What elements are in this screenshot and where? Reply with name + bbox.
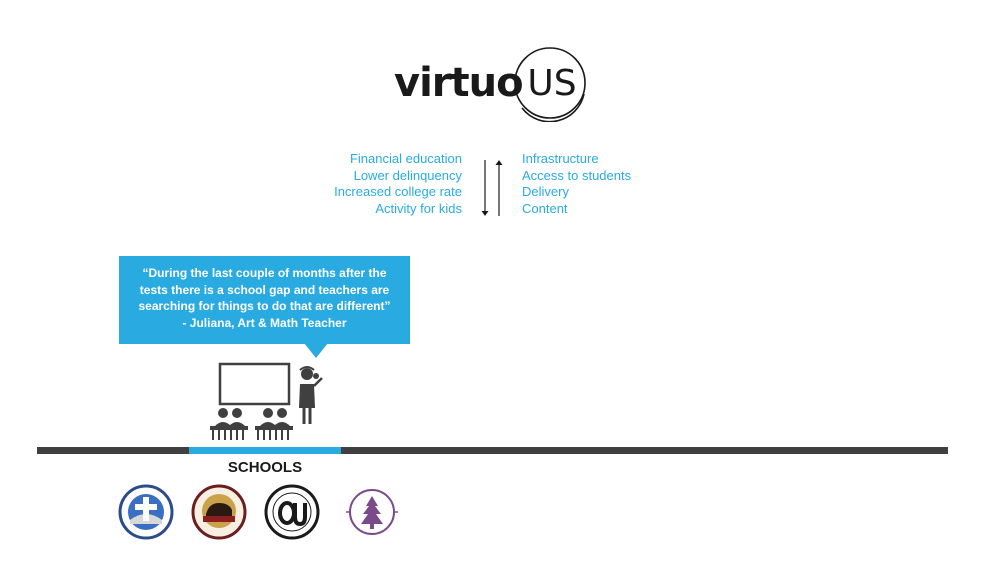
quote-line: tests there is a school gap and teachers…: [139, 282, 390, 297]
quote-line: “During the last couple of months after …: [142, 266, 387, 280]
list-item: Lower delinquency: [353, 167, 462, 183]
quote-bubble: “During the last couple of months after …: [119, 256, 410, 344]
timeline-active-segment: [189, 447, 341, 454]
logo-brand-text: virtuo: [394, 60, 524, 106]
company-benefits-list: Infrastructure Access to students Delive…: [522, 151, 631, 218]
school-logo-icon: [264, 484, 320, 540]
school-logo-icon: [191, 484, 247, 540]
list-item: Delivery: [522, 184, 569, 200]
quote-attribution: - Juliana, Art & Math Teacher: [182, 315, 347, 330]
classroom-icon: [210, 362, 323, 440]
list-item: Financial education: [349, 151, 462, 166]
logo-coin-text: US: [527, 63, 577, 104]
school-logo-icon: [118, 484, 174, 540]
school-benefits-list: Financial education Lower delinquency In…: [334, 151, 462, 218]
school-logo-icon: [346, 489, 398, 535]
double-arrow-icon: [481, 160, 503, 216]
timeline-bar: [37, 447, 948, 454]
list-item: Content: [522, 201, 568, 217]
list-item: Increased college rate: [334, 184, 462, 200]
timeline-section-label: SCHOOLS: [227, 459, 303, 476]
list-item: Activity for kids: [375, 201, 462, 217]
bubble-tail: [304, 343, 328, 358]
list-item: Infrastructure: [522, 151, 599, 166]
quote-line: searching for things to do that are diff…: [138, 299, 391, 313]
coin-icon: [514, 47, 586, 122]
list-item: Access to students: [522, 167, 632, 183]
